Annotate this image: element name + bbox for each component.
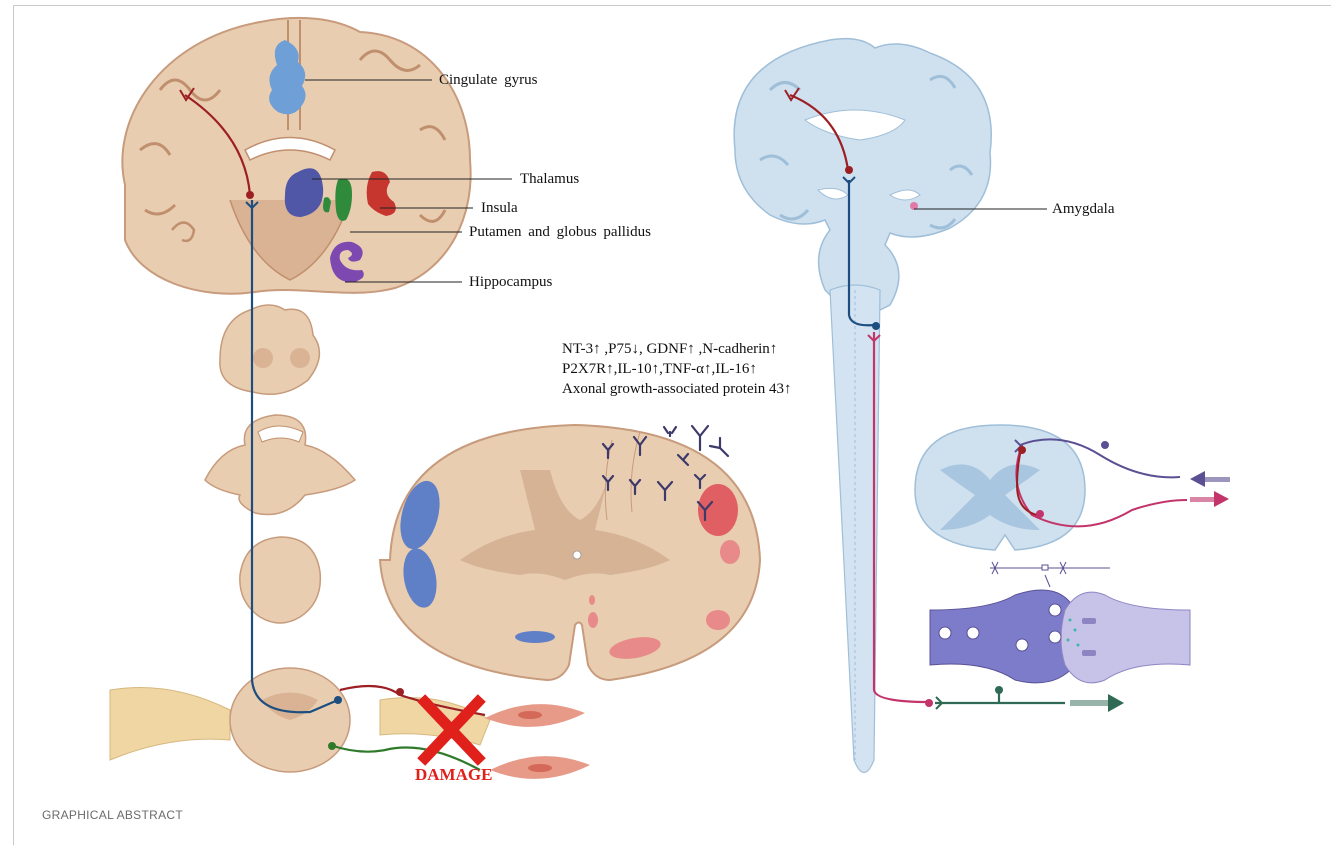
muscle-fibers xyxy=(485,704,590,779)
figure-caption: GRAPHICAL ABSTRACT xyxy=(42,808,183,822)
label-insula: Insula xyxy=(481,200,518,217)
midbrain-section xyxy=(205,415,355,515)
motor-output-arrow-icon xyxy=(1190,491,1229,507)
label-amygdala: Amygdala xyxy=(1052,201,1114,218)
marker-line: Axonal growth-associated protein 43↑ xyxy=(562,379,792,399)
marker-line: NT-3↑ ,P75↓, GDNF↑ ,N-cadherin↑ xyxy=(562,339,792,359)
reflex-spinal-section xyxy=(915,425,1085,550)
afferent-arrow-icon xyxy=(1190,471,1230,487)
label-thalamus: Thalamus xyxy=(520,171,579,188)
damage-label: DAMAGE xyxy=(415,765,492,785)
synapse-illustration xyxy=(930,590,1190,683)
marker-line: P2X7R↑,IL-10↑,TNF-α↑,IL-16↑ xyxy=(562,359,792,379)
neuron-strand-icon xyxy=(990,562,1110,587)
efferent-arrow-icon xyxy=(1070,694,1124,712)
molecular-marker-list: NT-3↑ ,P75↓, GDNF↑ ,N-cadherin↑ P2X7R↑,I… xyxy=(562,339,792,399)
label-cingulate-gyrus: Cingulate gyrus xyxy=(439,72,537,89)
injured-spinal-cord xyxy=(380,425,760,680)
label-hippocampus: Hippocampus xyxy=(469,274,552,291)
pons-section xyxy=(220,305,320,394)
label-putamen-globus-pallidus: Putamen and globus pallidus xyxy=(469,224,651,241)
